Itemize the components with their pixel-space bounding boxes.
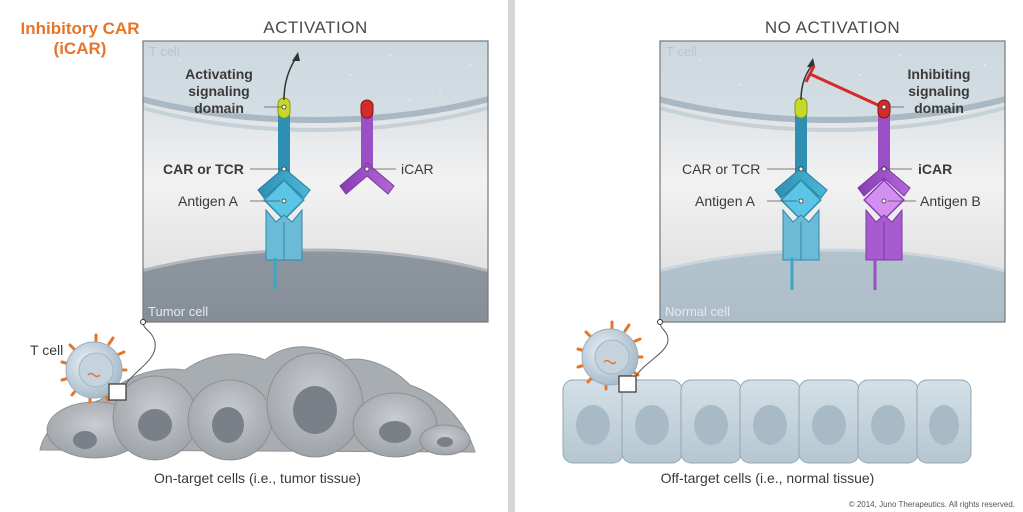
right-car-tcr-label: CAR or TCR — [682, 161, 761, 177]
activating-domain-label: Activating signaling domain — [175, 66, 263, 117]
left-tumor-cell-label: Tumor cell — [148, 304, 209, 319]
left-t-cell — [60, 333, 128, 404]
normal-tissue — [562, 379, 972, 464]
left-antigen-a-label: Antigen A — [178, 193, 238, 209]
right-panel-title: NO ACTIVATION — [764, 18, 901, 37]
left-zoom-panel — [143, 41, 488, 322]
off-target-caption: Off-target cells (i.e., normal tissue) — [660, 470, 875, 486]
copyright-notice: © 2014, Juno Therapeutics. All rights re… — [848, 500, 1015, 509]
activating-line2: signaling — [188, 83, 250, 99]
right-tcell-label: T cell — [666, 44, 697, 59]
left-icar-label: iCAR — [401, 161, 434, 177]
left-panel-title: ACTIVATION — [263, 18, 368, 37]
left-car-tcr-label: CAR or TCR — [163, 161, 244, 177]
main-title-line1: Inhibitory CAR — [20, 19, 140, 38]
right-t-cell — [576, 320, 644, 391]
inhibiting-line1: Inhibiting — [907, 66, 971, 82]
inhibiting-line3: domain — [914, 100, 964, 116]
right-antigen-b-label: Antigen B — [920, 193, 981, 209]
on-target-caption: On-target cells (i.e., tumor tissue) — [154, 470, 361, 486]
left-tcell-small-label: T cell — [30, 342, 64, 358]
right-icar-label: iCAR — [918, 161, 953, 177]
activating-line1: Activating — [185, 66, 253, 82]
inhibiting-line2: signaling — [908, 83, 970, 99]
tumor-tissue — [39, 346, 476, 461]
right-antigen-a-label: Antigen A — [695, 193, 755, 209]
left-icar-receptor — [339, 99, 395, 195]
panel-divider — [508, 0, 515, 512]
right-normal-cell-label: Normal cell — [665, 304, 731, 319]
left-tcell-label: T cell — [149, 44, 180, 59]
main-title: Inhibitory CAR (iCAR) — [10, 19, 150, 59]
main-title-line2: (iCAR) — [53, 39, 107, 58]
right-zoom-panel — [660, 41, 1005, 322]
activating-line3: domain — [194, 100, 244, 116]
inhibiting-domain-label: Inhibiting signaling domain — [900, 66, 978, 117]
